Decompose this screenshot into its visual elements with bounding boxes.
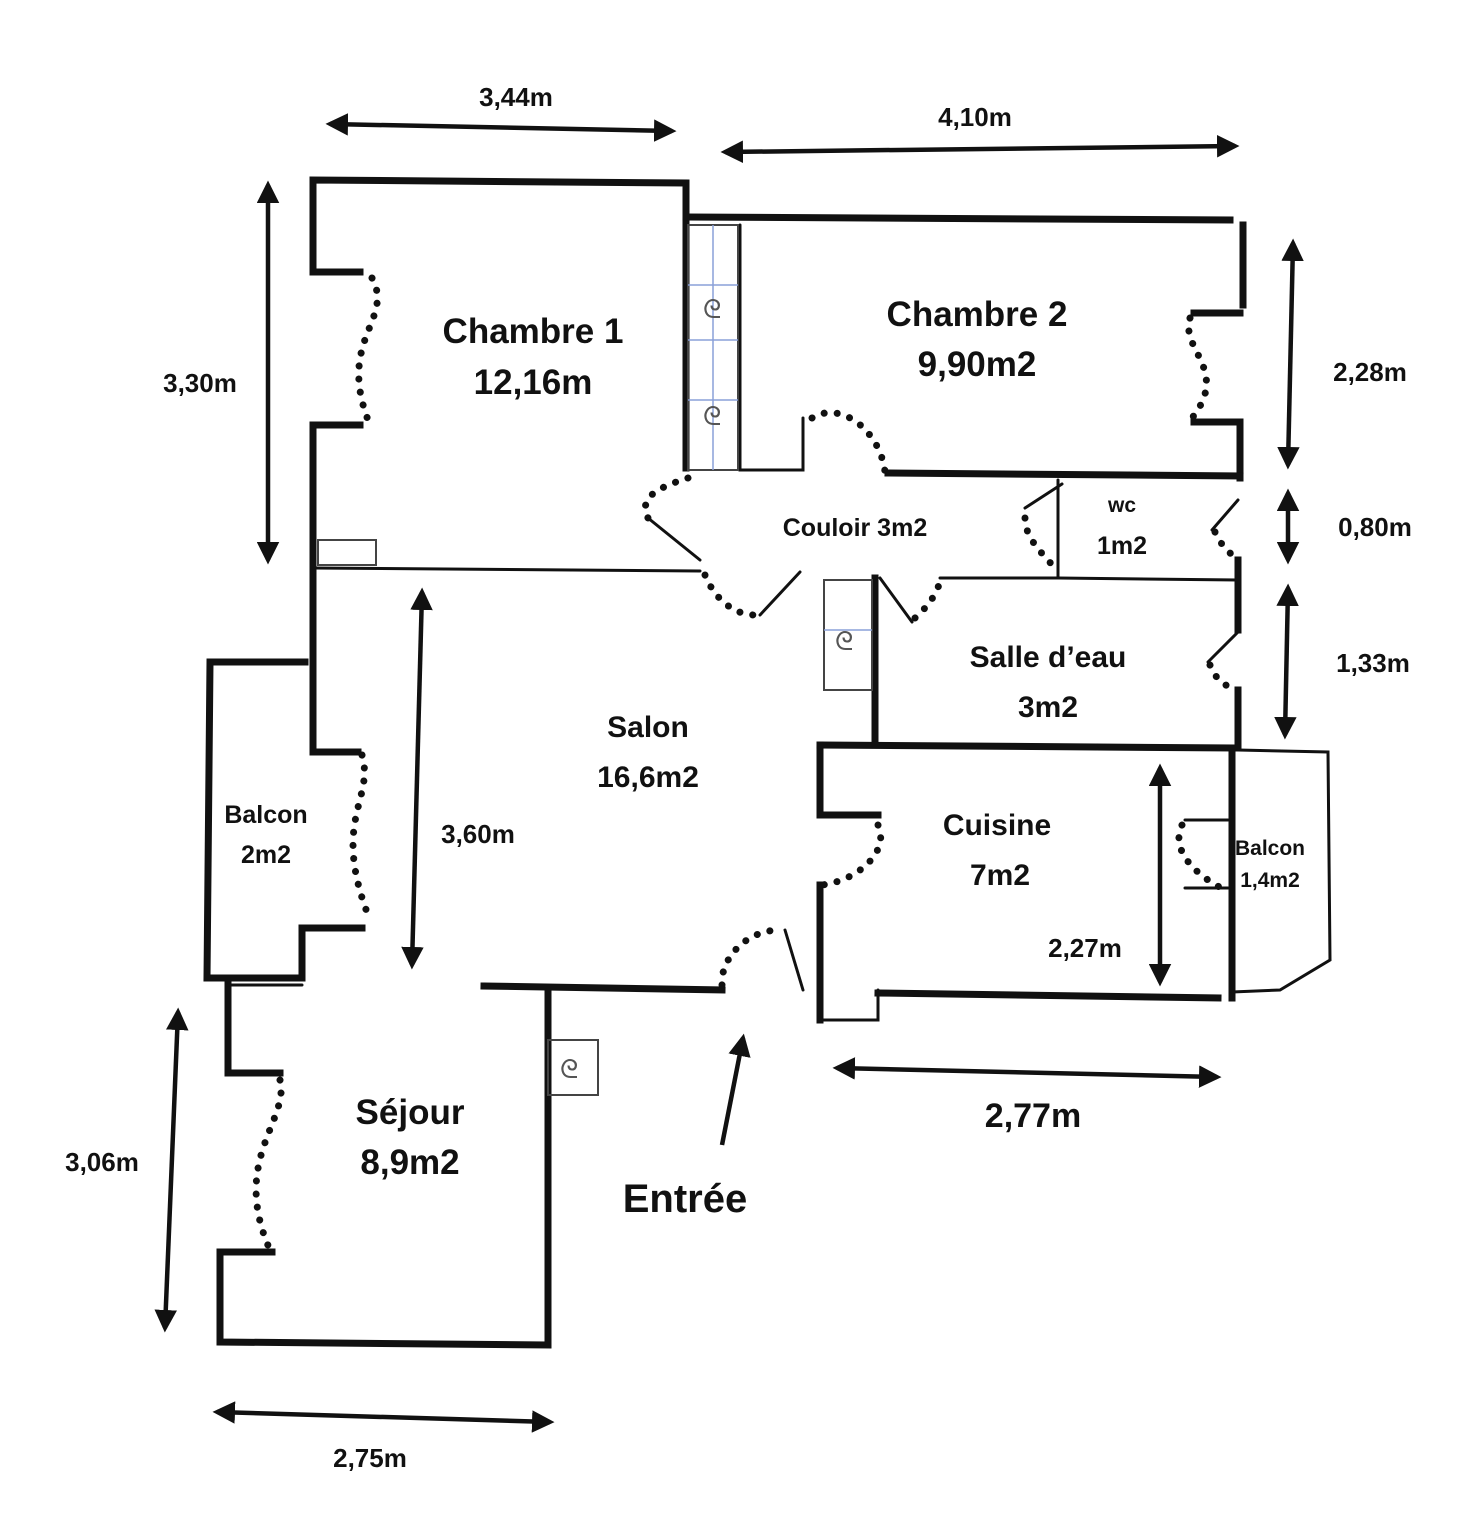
door-leaf-salle-eau-east: [1206, 630, 1240, 664]
closet-mark-4: ᘓ: [560, 1055, 578, 1085]
wall-salon-south: [480, 982, 726, 994]
room-salle-eau-name: Salle d’eau: [970, 641, 1127, 674]
wall-wc-south: [1056, 576, 1240, 582]
door-leaf-salle-eau: [878, 576, 914, 624]
door-balcon-east: [1175, 821, 1229, 894]
wall-chambre2-door-jamb: [738, 223, 805, 472]
room-salon-area: 16,6m2: [597, 761, 699, 794]
room-chambre2-name: Chambre 2: [887, 295, 1068, 334]
wall-cuisine-south: [874, 989, 1222, 1002]
dim-sejour-height: 3,06m: [65, 1147, 139, 1177]
room-balcon-east-name: Balcon: [1235, 837, 1305, 860]
arrow-chambre2-height: [1277, 238, 1304, 470]
wall-chambre2-south: [884, 469, 1244, 480]
door-salon-couloir: [701, 571, 759, 619]
dimension-labels: 3,44m 4,10m 3,30m 2,28m 0,80m 1,33m 3,60…: [65, 82, 1412, 1473]
room-sejour-area: 8,9m2: [360, 1143, 459, 1182]
arrow-cuisine-width: [832, 1057, 1222, 1088]
door-wc-east: [1211, 528, 1242, 564]
wall-cuisine-west: [816, 741, 882, 819]
room-balcon-west-name: Balcon: [224, 801, 307, 829]
arrow-chambre1-width: [325, 113, 677, 142]
room-salon-name: Salon: [607, 711, 689, 744]
dim-chambre2-width: 4,10m: [938, 102, 1012, 132]
door-balcon-west: [349, 751, 374, 924]
door-chambre2: [808, 409, 889, 476]
wall-balcon-west: [203, 658, 366, 982]
door-leaf-entree: [783, 928, 805, 992]
room-cuisine-area: 7m2: [970, 859, 1030, 892]
room-salle-eau-area: 3m2: [1018, 691, 1078, 724]
arrow-sejour-height: [154, 1007, 189, 1333]
wall-sejour: [224, 981, 284, 1077]
dim-cuisine-width: 2,77m: [985, 1097, 1081, 1135]
dim-cuisine-height: 2,27m: [1048, 933, 1122, 963]
room-sejour-name: Séjour: [356, 1093, 465, 1132]
closet-sejour: [547, 1039, 599, 1096]
door-salle-eau: [911, 574, 944, 622]
door-entree: [718, 926, 784, 989]
entrance-label: Entrée: [623, 1177, 748, 1221]
wall-chambre1-south: [311, 566, 702, 573]
room-chambre2-area: 9,90m2: [918, 345, 1037, 384]
dimension-arrows: [154, 113, 1304, 1433]
closet-chambre1-small: [317, 539, 377, 566]
wall-cuisine-step: [818, 988, 880, 1022]
wall-sejour-lower: [216, 986, 552, 1349]
dim-salle-eau-height: 1,33m: [1336, 648, 1410, 678]
arrow-entree: [719, 1033, 751, 1146]
room-cuisine-name: Cuisine: [943, 809, 1051, 842]
wall-chambre2-north: [682, 213, 1234, 224]
closet-salon: [823, 579, 873, 691]
door-sejour: [252, 1076, 285, 1254]
dim-chambre1-height: 3,30m: [163, 368, 237, 398]
dim-sejour-width: 2,75m: [333, 1443, 407, 1473]
closets: ᘓ ᘓ ᘓ ᘓ: [317, 224, 873, 1096]
arrow-salon-height: [401, 587, 433, 970]
walls: [203, 176, 1332, 1349]
room-wc-area: 1m2: [1097, 532, 1147, 560]
arrow-sejour-width: [212, 1401, 555, 1433]
arrow-chambre2-width: [720, 134, 1240, 164]
door-chambre1-west: [355, 274, 381, 429]
dim-wc-height: 0,80m: [1338, 512, 1412, 542]
closet-mark-3: ᘓ: [835, 627, 853, 657]
dim-chambre1-width: 3,44m: [479, 82, 553, 112]
wall-balcon-east: [1230, 748, 1332, 994]
door-leaf-wc: [1023, 482, 1064, 510]
room-couloir-label: Couloir 3m2: [783, 514, 927, 542]
room-wc-name: wc: [1107, 494, 1136, 517]
door-leaf-wc-east: [1210, 498, 1240, 532]
door-cuisine: [818, 821, 885, 889]
wall-chambre1-west-north: [309, 176, 690, 472]
dim-salon-height: 3,60m: [441, 819, 515, 849]
room-chambre1-name: Chambre 1: [443, 312, 624, 351]
door-leaf-salon: [758, 570, 802, 617]
door-chambre1-couloir: [641, 474, 692, 522]
door-wc: [1021, 514, 1062, 576]
closet-mark-1: ᘓ: [703, 295, 721, 325]
door-leaf-chambre1: [646, 516, 702, 562]
dim-chambre2-height: 2,28m: [1333, 357, 1407, 387]
wall-salle-eau-south: [816, 741, 1236, 752]
room-balcon-east-area: 1,4m2: [1240, 869, 1300, 892]
door-chambre2-east: [1185, 314, 1210, 422]
room-labels: Chambre 1 12,16m Chambre 2 9,90m2 Couloi…: [224, 295, 1305, 1221]
room-chambre1-area: 12,16m: [474, 363, 593, 402]
arrow-salle-eau-height: [1274, 583, 1299, 740]
closet-mark-2: ᘓ: [703, 402, 721, 432]
room-balcon-west-area: 2m2: [241, 841, 291, 869]
doors: [252, 274, 1242, 1254]
door-salle-eau-east: [1206, 661, 1242, 694]
